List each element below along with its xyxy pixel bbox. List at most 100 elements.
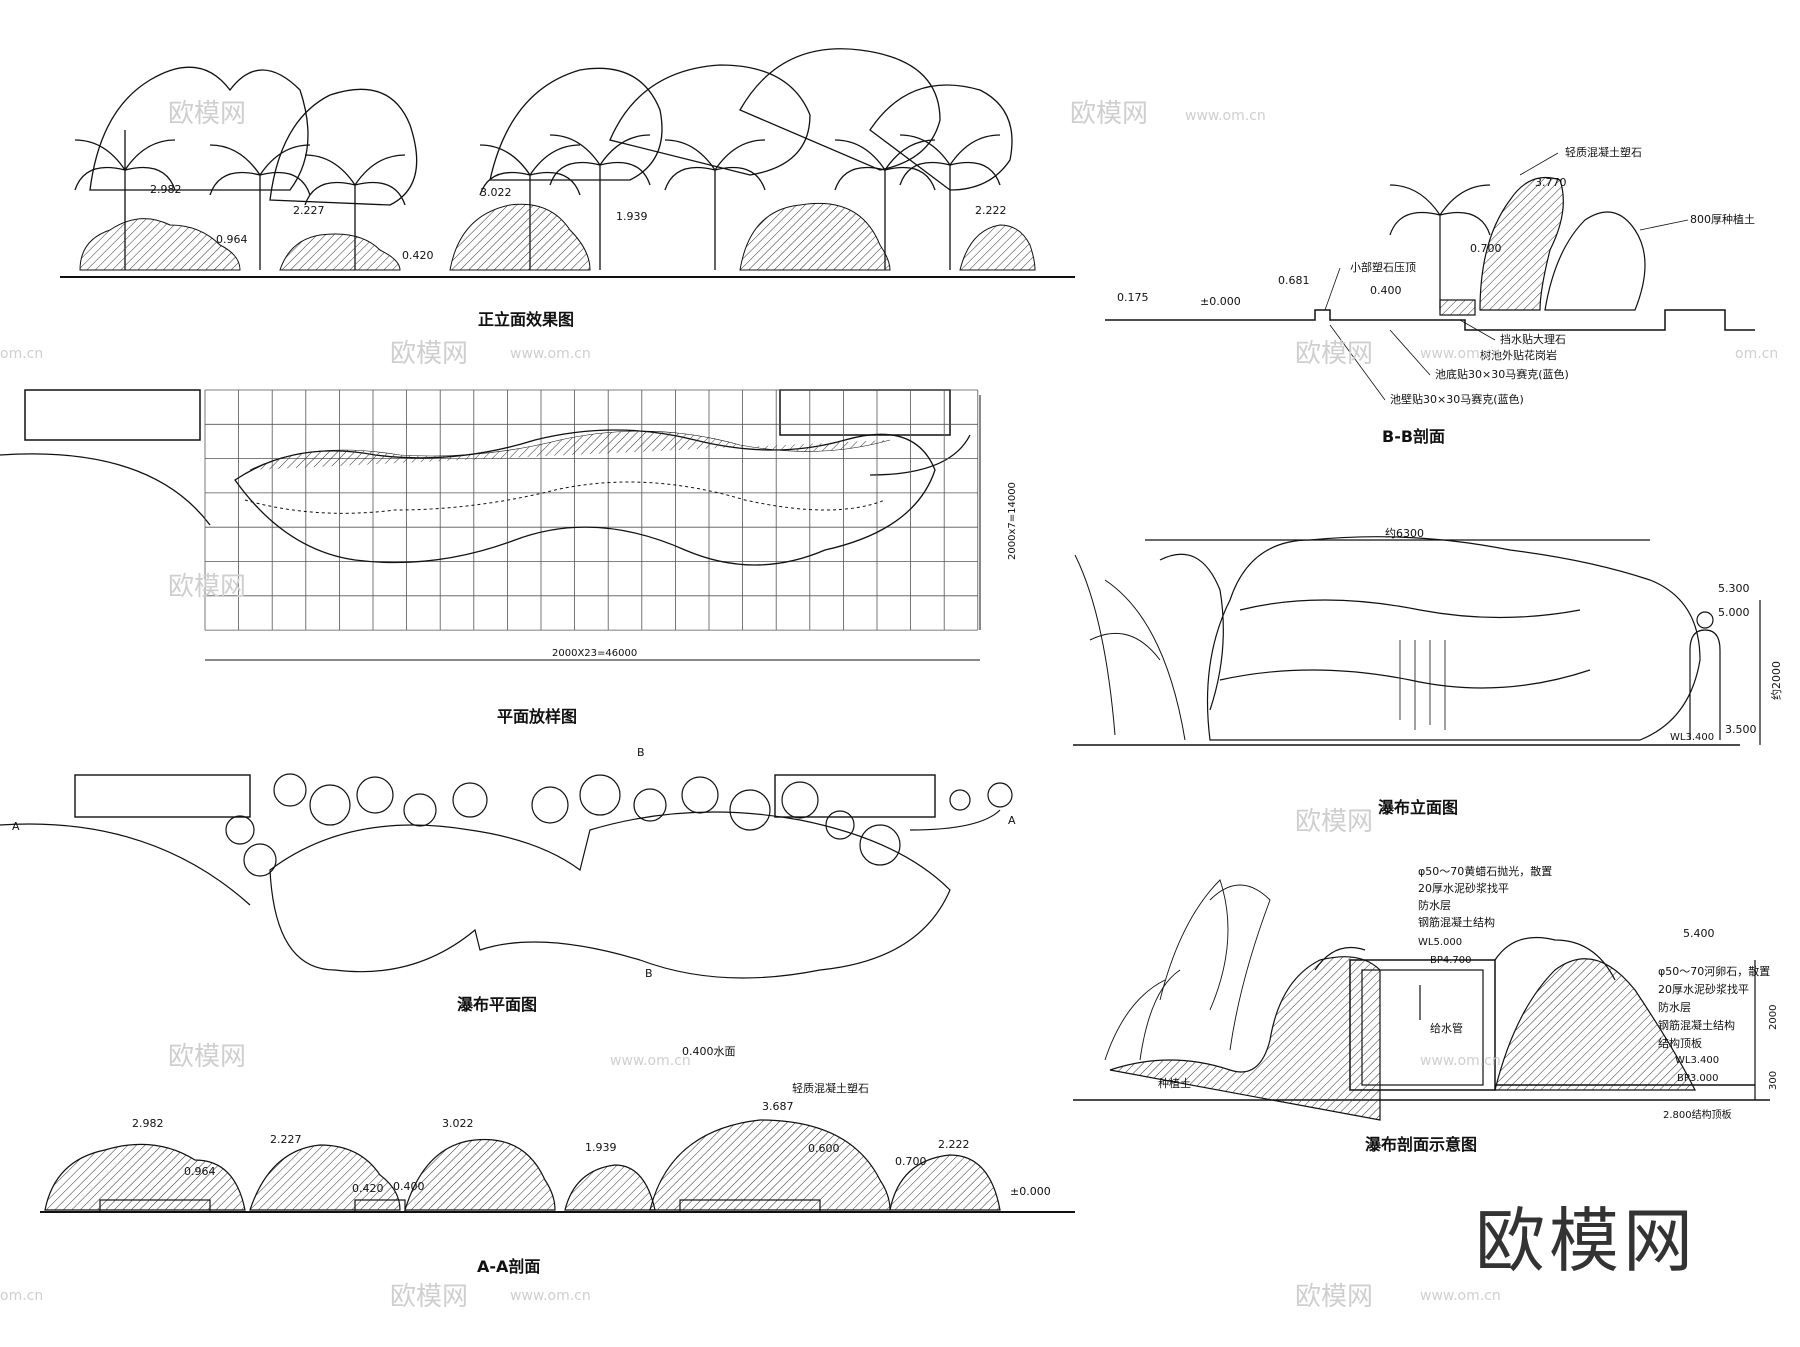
- width-dimension: 约6300: [1385, 527, 1424, 540]
- note-top: φ50～70黄蜡石抛光，散置: [1418, 864, 1552, 878]
- note-right: 结构顶板: [1658, 1036, 1702, 1050]
- watermark-brand: 欧模网: [168, 572, 246, 602]
- height-dimension: 约2000: [1770, 661, 1783, 700]
- watermark-brand: 欧模网: [1070, 99, 1148, 129]
- level-mark: 0.681: [1278, 274, 1310, 287]
- section-marker-a-right: A: [1008, 814, 1016, 827]
- watermark-brand: 欧模网: [1295, 807, 1373, 837]
- aa-section-title: A-A剖面: [477, 1257, 540, 1276]
- bb-section: [1105, 176, 1755, 331]
- section-marker-a-left: A: [12, 820, 20, 833]
- note-right: 钢筋混凝土结构: [1658, 1018, 1735, 1032]
- aa-section: [40, 1119, 1075, 1213]
- bb-section-labels: 0.175 ±0.000 0.681 0.400 3.770 0.700 轻质混…: [1117, 145, 1755, 406]
- water-level-mark: WL3.400: [1670, 732, 1714, 743]
- level-mark: ±0.000: [1010, 1185, 1051, 1198]
- waterfall-plan: [0, 773, 1013, 979]
- supply-pipe: 给水管: [1430, 1021, 1463, 1035]
- callout-rock: 轻质混凝土塑石: [792, 1081, 869, 1095]
- palm-tree: [664, 139, 766, 270]
- planting-soil: 种植土: [1158, 1076, 1191, 1090]
- watermark-brand: 欧模网: [390, 1282, 468, 1312]
- level-mark: 2.227: [293, 204, 325, 217]
- aa-section-levels: 2.982 0.964 2.227 0.420 0.400 3.022 1.93…: [132, 1081, 1051, 1198]
- level-mark: 3.022: [480, 186, 512, 199]
- level-mark: 0.700: [895, 1155, 927, 1168]
- level-mark: 3.770: [1535, 176, 1567, 189]
- watermark-site: www.om.cn: [1420, 346, 1501, 362]
- callout-granite: 树池外贴花岗岩: [1480, 348, 1557, 362]
- note-top: 钢筋混凝土结构: [1418, 915, 1495, 929]
- callout-pool-wall: 池壁贴30×30马赛克(蓝色): [1390, 392, 1524, 406]
- note-right: 20厚水泥砂浆找平: [1658, 982, 1749, 996]
- waterfall-elevation: [1073, 536, 1761, 746]
- note-top: 20厚水泥砂浆找平: [1418, 881, 1509, 895]
- brand-logo-text: 欧模网: [1475, 1200, 1697, 1282]
- callout-pool-bottom: 池底贴30×30马赛克(蓝色): [1435, 367, 1569, 381]
- base-level-top: BP4.700: [1430, 955, 1472, 966]
- watermark-site-short: om.cn: [0, 346, 43, 362]
- callout-cap: 小部塑石压顶: [1350, 260, 1416, 274]
- plan-trees: [225, 773, 1013, 877]
- level-mark: 2.227: [270, 1133, 302, 1146]
- tree-symbol: [531, 786, 569, 824]
- watermark-site: www.om.cn: [1185, 108, 1266, 124]
- tree-symbol: [309, 784, 351, 826]
- level-mark: 1.939: [616, 210, 648, 223]
- waterfall-section-notes: φ50～70黄蜡石抛光，散置 20厚水泥砂浆找平 防水层 钢筋混凝土结构 φ50…: [1158, 864, 1779, 1121]
- level-mark: 3.022: [442, 1117, 474, 1130]
- section-marker-b-top: B: [637, 746, 645, 759]
- palm-tree: [549, 134, 651, 270]
- watermark-brand: 欧模网: [390, 339, 468, 369]
- level-mark: 0.700: [1470, 242, 1502, 255]
- level-mark: 2.982: [150, 183, 182, 196]
- section-marker-b-bottom: B: [645, 967, 653, 980]
- tree-symbol: [579, 774, 621, 816]
- level-mark: 3.687: [762, 1100, 794, 1113]
- watermark-site: www.om.cn: [510, 1288, 591, 1304]
- waterfall-section: [1073, 879, 1770, 1121]
- watermark-brand: 欧模网: [168, 1042, 246, 1072]
- water-level-label: 0.400水面: [682, 1045, 736, 1058]
- plan-height-dimension: 2000x7=14000: [1007, 482, 1018, 560]
- tree-symbol: [859, 824, 901, 866]
- watermark-brand: 欧模网: [168, 99, 246, 129]
- waterfall-elevation-title: 瀑布立面图: [1378, 798, 1458, 817]
- callout-soil: 800厚种植土: [1690, 212, 1755, 226]
- plan-grid: [204, 389, 979, 631]
- callout-top-rock: 轻质混凝土塑石: [1565, 145, 1642, 159]
- level-mark: 0.420: [352, 1182, 384, 1195]
- level-right: 5.400: [1683, 927, 1715, 940]
- level-mark: 2.222: [938, 1138, 970, 1151]
- watermark-brand: 欧模网: [1295, 1282, 1373, 1312]
- watermarks: 欧模网 欧模网 欧模网 欧模网 欧模网 欧模网 欧模网 欧模网 欧模网 www.…: [0, 99, 1778, 1312]
- watermark-site-short: om.cn: [0, 1288, 43, 1304]
- palm-tree: [209, 144, 311, 270]
- bb-section-title: B-B剖面: [1382, 427, 1445, 446]
- tree-symbol: [225, 815, 255, 845]
- level-mark: 0.964: [184, 1165, 216, 1178]
- level-mark: 0.964: [216, 233, 248, 246]
- plan-width-dimension: 2000X23=46000: [552, 648, 637, 659]
- tree-symbol: [356, 776, 394, 814]
- level-mark: ±0.000: [1200, 295, 1241, 308]
- front-elevation-levels: 2.982 0.964 2.227 0.420 3.022 1.939 2.22…: [150, 183, 1007, 262]
- level-mark: 0.400: [393, 1180, 425, 1193]
- tree-symbol: [729, 789, 771, 831]
- tree-symbol: [243, 843, 277, 877]
- watermark-site: www.om.cn: [510, 346, 591, 362]
- front-elevation-title: 正立面效果图: [478, 310, 574, 329]
- tree-symbol: [403, 793, 437, 827]
- structural-slab: 2.800结构顶板: [1663, 1108, 1732, 1121]
- plan-layout: [0, 389, 981, 661]
- note-right: 防水层: [1658, 1000, 1691, 1014]
- watermark-brand: 欧模网: [1295, 339, 1373, 369]
- tree-symbol: [681, 776, 719, 814]
- waterfall-plan-title: 瀑布平面图: [457, 995, 537, 1014]
- callout-marble: 挡水贴大理石: [1500, 332, 1566, 346]
- tree-symbol: [825, 810, 855, 840]
- watermark-site-short: om.cn: [1735, 346, 1778, 362]
- tree-symbol: [949, 789, 971, 811]
- dim-height: 2000: [1768, 1005, 1779, 1030]
- base-level-bottom: BP3.000: [1677, 1073, 1719, 1084]
